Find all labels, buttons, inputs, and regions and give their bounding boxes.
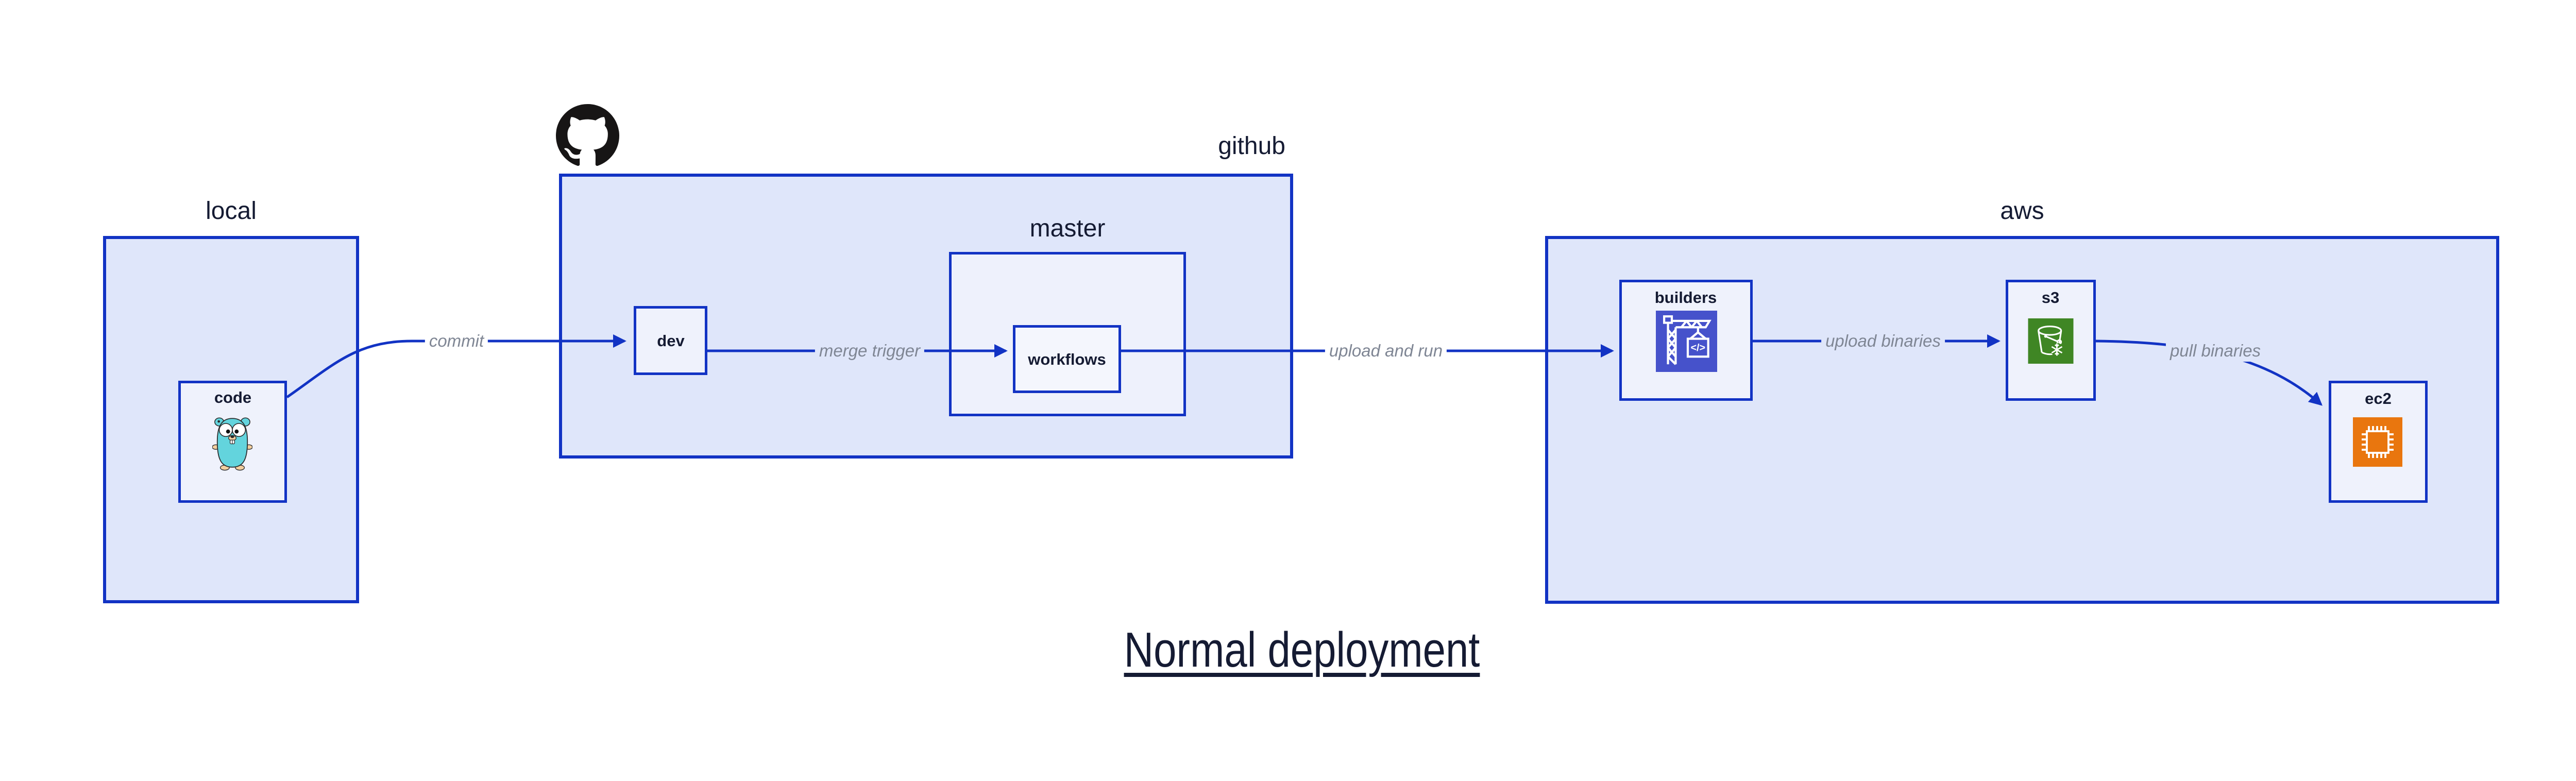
node-label-s3: s3 (2041, 288, 2060, 307)
node-workflows (1013, 325, 1121, 393)
github-octocat-icon (555, 104, 620, 167)
edge-label-upload-binaries: upload binaries (1821, 330, 1945, 352)
edge-label-commit: commit (425, 330, 488, 352)
edge-label-upload-and-run: upload and run (1325, 340, 1447, 362)
node-label-builders: builders (1654, 288, 1717, 307)
aws-ec2-chip-icon (2353, 417, 2402, 467)
node-label-dev: dev (657, 332, 685, 350)
node-builders (1619, 280, 1753, 401)
node-label-workflows: workflows (1028, 350, 1106, 368)
edge-label-pull-binaries: pull binaries (2165, 340, 2265, 362)
node-dev (634, 306, 707, 375)
go-gopher-icon (212, 415, 253, 471)
group-label-local: local (206, 197, 257, 225)
group-label-github: github (1218, 132, 1285, 160)
edge-label-merge-trigger: merge trigger (815, 340, 925, 362)
node-label-ec2: ec2 (2365, 389, 2392, 408)
svg-text:</>: </> (1690, 342, 1705, 353)
group-label-aws: aws (2000, 197, 2044, 225)
node-label-code: code (214, 388, 252, 406)
group-label-master: master (1029, 215, 1106, 242)
aws-codebuild-icon: </> (1656, 311, 1717, 372)
diagram-title: Normal deployment (1124, 622, 1480, 677)
aws-s3-bucket-icon (2028, 318, 2074, 364)
